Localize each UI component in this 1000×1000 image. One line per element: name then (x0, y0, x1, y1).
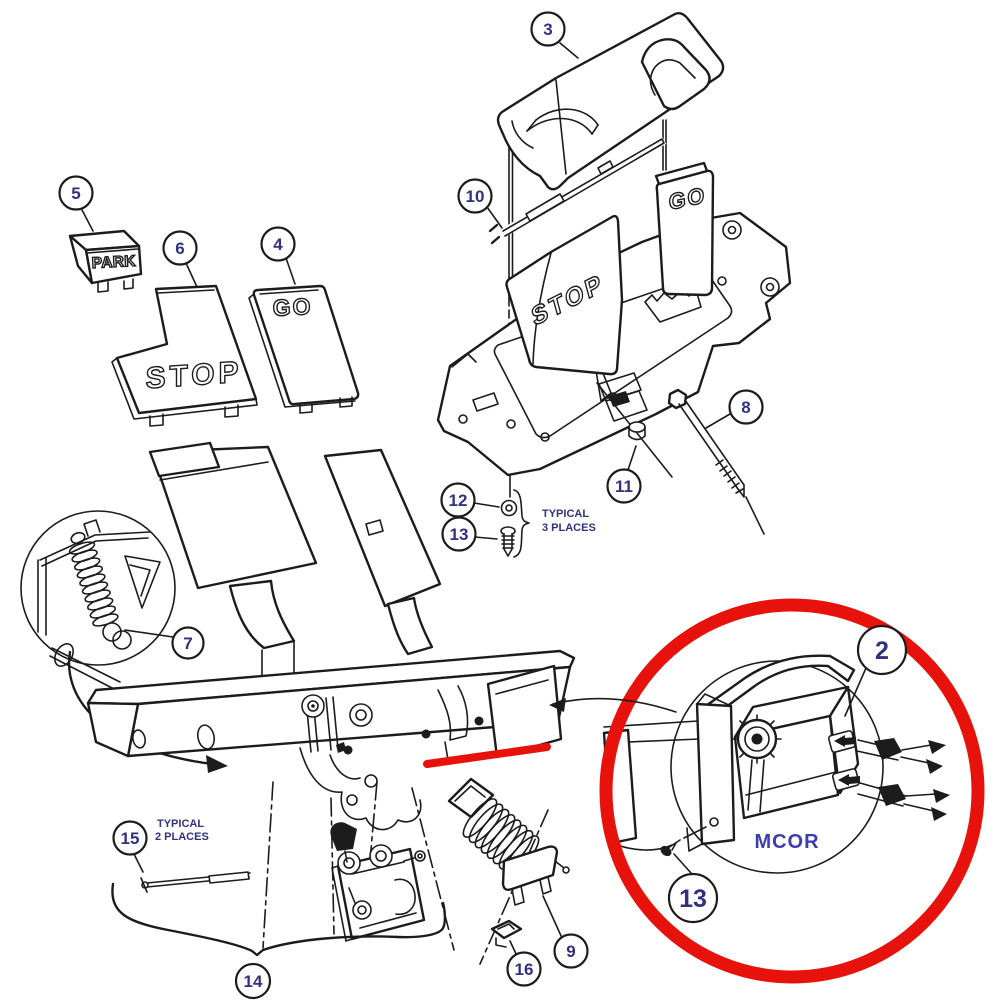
brace-3places (513, 489, 530, 558)
svg-text:13: 13 (679, 885, 707, 913)
callout-10: 10 (457, 178, 503, 229)
stop-pad: STOP (111, 284, 258, 427)
park-label: PARK (91, 253, 136, 272)
pin (140, 871, 251, 893)
svg-text:11: 11 (615, 477, 633, 496)
washer (500, 499, 518, 517)
svg-text:6: 6 (175, 239, 184, 258)
stop-pedal-iso: STOP (505, 214, 624, 376)
spring-detail-view (20, 510, 176, 691)
svg-text:4: 4 (273, 235, 283, 254)
bracket-group-brace (111, 882, 447, 957)
callout-11: 11 (606, 445, 642, 504)
mcor-detail-view: MCOR (602, 654, 950, 874)
svg-text:3: 3 (543, 20, 552, 39)
svg-text:10: 10 (466, 187, 485, 206)
callout-16: 16 (506, 940, 542, 987)
svg-text:12: 12 (449, 491, 468, 510)
svg-text:14: 14 (244, 972, 263, 991)
typical-2places-line1: TYPICAL (157, 818, 204, 830)
svg-text:16: 16 (515, 960, 534, 979)
bolt (667, 388, 765, 535)
nut (596, 382, 673, 478)
callout-8: 8 (705, 389, 764, 429)
callout-9: 9 (542, 895, 589, 969)
svg-text:2: 2 (875, 637, 889, 665)
callout-14: 14 (234, 962, 272, 1000)
typical-3places-line1: TYPICAL (542, 508, 589, 520)
screw (500, 526, 516, 557)
stop-pad-label: STOP (146, 356, 243, 396)
callout-13: 13 (441, 516, 498, 552)
mcor-label: MCOR (754, 831, 819, 853)
callout-2: 2 (844, 624, 908, 717)
go-pad-label: GO (272, 293, 313, 321)
callout-12: 12 (440, 482, 500, 518)
callout-13-mcor: 13 (667, 853, 719, 924)
callout-7: 7 (124, 626, 205, 660)
pivot-rod (488, 136, 667, 245)
go-pedal-iso: GO (654, 161, 715, 297)
highlight-circle (599, 598, 985, 984)
callout-3: 3 (530, 11, 579, 59)
switch-assembly (330, 822, 426, 942)
callout-6: 6 (162, 230, 198, 288)
callout-15: 15 (112, 820, 148, 873)
callout-4: 4 (260, 226, 296, 285)
go-pad: GO (248, 284, 360, 414)
spring-assembly (447, 777, 570, 906)
detail-arrow (549, 697, 677, 713)
park-insert: PARK (68, 229, 143, 293)
svg-text:8: 8 (741, 398, 750, 417)
typical-2places-line2: 2 PLACES (155, 831, 209, 843)
callout-5: 5 (58, 175, 94, 232)
pedal-bracket-assembly (67, 441, 576, 831)
detail-spring (68, 531, 132, 650)
svg-text:7: 7 (183, 634, 192, 653)
svg-text:15: 15 (121, 829, 140, 848)
svg-text:9: 9 (566, 942, 575, 961)
svg-text:13: 13 (450, 525, 469, 544)
typical-3places-line2: 3 PLACES (542, 522, 596, 534)
red-underline (423, 743, 551, 768)
pedal-cover (496, 11, 725, 191)
clip (490, 919, 523, 948)
svg-text:5: 5 (71, 184, 80, 203)
pedal-plate-assembly: GO STOP (436, 11, 792, 558)
